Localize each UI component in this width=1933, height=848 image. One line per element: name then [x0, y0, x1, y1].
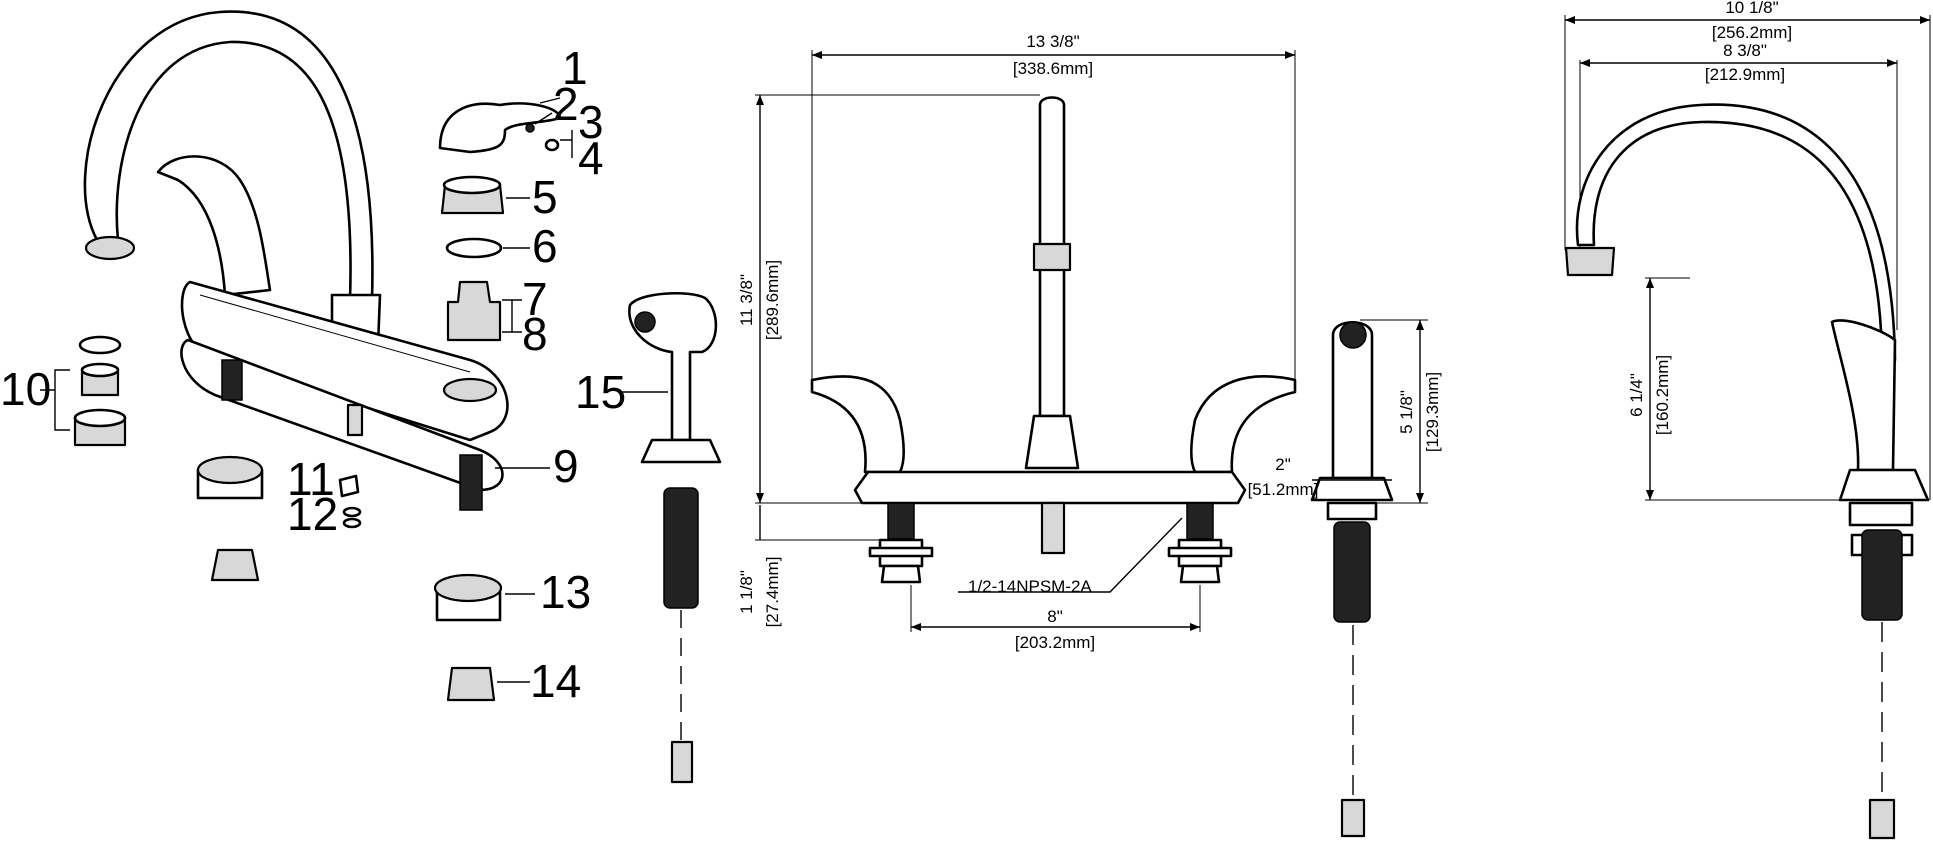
front-left-nut-wings	[868, 546, 934, 558]
spread-mm: [203.2mm]	[1015, 633, 1095, 652]
part-7-cartridge	[446, 280, 502, 342]
part-6-o-ring	[445, 237, 503, 259]
sprayer-base-in: 2"	[1275, 455, 1291, 474]
sprayer-side-body	[1331, 321, 1374, 480]
front-spout-ring	[1032, 242, 1072, 272]
sprayer-view: 5 1/8" [129.3mm] 2" [51.2mm]	[1248, 319, 1442, 838]
part-11-clip	[338, 474, 360, 498]
part-label-6: 6	[532, 220, 558, 272]
part-label-2: 2	[553, 78, 579, 130]
coupling-nut-left	[210, 548, 260, 582]
exploded-view: 1 2 3 4 5 6 7 8 9 10 11 12 13 14 15	[0, 10, 722, 784]
part-1-handle	[438, 102, 562, 154]
shank-length-in: 1 1/8"	[737, 570, 756, 614]
front-right-handle	[1189, 375, 1297, 474]
leader-1	[539, 97, 561, 104]
part-12-washer-a	[342, 506, 362, 518]
sprayer-side-nut	[1326, 501, 1378, 521]
front-center-shank	[1040, 501, 1066, 555]
sprayer-height-mm: [129.3mm]	[1423, 372, 1442, 452]
front-spout-base	[1024, 414, 1080, 470]
spout-height-in: 6 1/4"	[1627, 373, 1646, 417]
side-base	[1838, 468, 1930, 502]
sprayer-threaded-shank	[663, 487, 699, 609]
side-overall-mm: [256.2mm]	[1712, 23, 1792, 42]
part-13-top	[433, 573, 503, 603]
sprayer-hose-fitting	[670, 740, 694, 784]
front-width-in: 13 3/8"	[1026, 32, 1079, 51]
part-4-button	[544, 138, 560, 152]
left-handle	[156, 155, 272, 297]
thread-spec: 1/2-14NPSM-2A	[968, 577, 1092, 596]
left-shank	[221, 359, 243, 401]
right-valve-top	[442, 377, 498, 403]
side-fitting	[1868, 798, 1896, 840]
part-label-10: 10	[0, 363, 51, 415]
part-label-14: 14	[530, 655, 581, 707]
shank-length-mm: [27.4mm]	[763, 557, 782, 628]
front-view: 13 3/8" [338.6mm] 11 3/8" [289.6mm] 1 1/…	[737, 32, 1297, 652]
leader-3-4	[560, 130, 573, 158]
side-nut	[1848, 501, 1914, 527]
part-label-5: 5	[532, 171, 558, 223]
side-overall-in: 10 1/8"	[1725, 0, 1778, 17]
part-label-4: 4	[578, 132, 604, 184]
part-label-8: 8	[522, 308, 548, 360]
front-left-shank	[887, 502, 915, 540]
sprayer-height-in: 5 1/8"	[1397, 390, 1416, 434]
leader-thread-spec	[958, 517, 1183, 593]
spout-aerator-tip	[84, 235, 136, 261]
sprayer-nozzle	[634, 311, 656, 333]
deck-plate-edge	[199, 294, 471, 373]
side-reach-mm: [212.9mm]	[1705, 65, 1785, 84]
part-label-12: 12	[287, 488, 338, 540]
front-right-coupling	[1179, 564, 1221, 584]
side-spout-aerator	[1564, 246, 1616, 277]
front-right-shank	[1186, 502, 1214, 540]
sprayer-base	[640, 438, 722, 464]
center-shank	[346, 403, 364, 437]
front-height-in: 11 3/8"	[737, 274, 756, 326]
part-10-washer	[78, 335, 122, 355]
sprayer-base-mm: [51.2mm]	[1248, 480, 1319, 499]
part-2-screw	[525, 123, 535, 133]
part-label-13: 13	[540, 566, 591, 618]
part-10-housing-top	[73, 408, 127, 428]
front-left-handle	[810, 375, 906, 474]
part-5-top	[442, 175, 502, 195]
front-left-coupling	[880, 564, 922, 584]
part-label-11: 11	[287, 453, 335, 505]
leader-7-8	[502, 299, 522, 333]
part-label-3: 3	[578, 96, 604, 148]
right-shank	[459, 454, 483, 511]
mount-nut-left-top	[196, 455, 264, 485]
part-10-screen-top	[80, 362, 120, 378]
leader-10	[40, 369, 70, 431]
part-label-1: 1	[562, 42, 588, 94]
part-label-7: 7	[522, 273, 548, 325]
front-right-nut-wings	[1167, 546, 1233, 558]
side-handle	[1830, 319, 1897, 472]
sprayer-side-nozzle	[1339, 321, 1367, 349]
side-view: 10 1/8" [256.2mm] 8 3/8" [212.9mm] 6 1/4…	[1564, 0, 1931, 840]
part-label-15: 15	[575, 366, 626, 418]
side-shank	[1861, 529, 1903, 621]
spout-height-mm: [160.2mm]	[1653, 355, 1672, 435]
part-12-washer-b	[342, 517, 362, 529]
front-height-mm: [289.6mm]	[763, 260, 782, 340]
sprayer-side-shank	[1333, 521, 1371, 623]
part-14-coupling-nut	[446, 666, 496, 702]
side-reach-in: 8 3/8"	[1723, 41, 1767, 60]
leader-2	[534, 112, 553, 125]
spread-in: 8"	[1047, 607, 1063, 626]
sprayer-side-fitting	[1340, 798, 1366, 838]
front-width-mm: [338.6mm]	[1013, 59, 1093, 78]
deck-plate	[180, 280, 509, 442]
part-label-9: 9	[553, 440, 579, 492]
sprayer-side-base	[1310, 476, 1394, 502]
front-deck	[853, 470, 1247, 505]
